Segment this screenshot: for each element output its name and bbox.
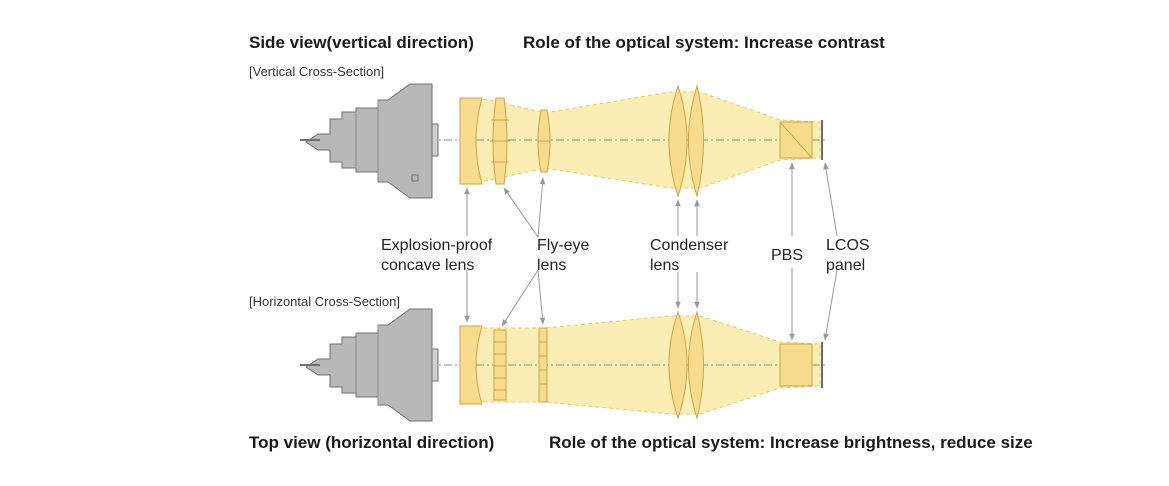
component-label-pbs: PBS [771,247,803,264]
side-view-role-heading: Role of the optical system: Increase con… [523,33,885,52]
concave-lens-label-line-1: Explosion-proof [381,237,493,254]
horizontal-section-label: [Horizontal Cross-Section] [249,294,400,309]
fly-eye-label-line-1: Fly-eye [537,237,590,254]
concave-lens-label-line-2: concave lens [381,257,474,274]
vertical-section-label: [Vertical Cross-Section] [249,64,384,79]
vertical-condenser-lens [668,84,704,198]
top-view-heading: Top view (horizontal direction) [249,433,494,452]
horizontal-pbs [779,343,813,387]
fly-eye-label-line-2: lens [537,257,566,274]
horizontal-concave-lens [459,325,483,405]
vertical-cross-section [300,83,826,199]
vertical-lamp-unit [300,83,439,199]
lcos-label-line-1: LCOS [826,237,870,254]
horizontal-fly-eye-lens [493,327,548,403]
horizontal-cross-section [300,308,826,422]
component-label-lcos-panel: LCOS panel [826,237,870,274]
vertical-pbs [779,121,813,159]
top-view-role-heading: Role of the optical system: Increase bri… [549,433,1033,452]
lcos-label-line-2: panel [826,257,865,274]
component-label-condenser-lens: Condenser lens [650,237,729,274]
condenser-label-line-1: Condenser [650,237,729,254]
side-view-heading: Side view(vertical direction) [249,33,474,52]
component-label-explosion-proof-concave-lens: Explosion-proof concave lens [381,237,493,274]
condenser-label-line-2: lens [650,257,679,274]
leader-lines [464,162,838,341]
vertical-fly-eye-lens [490,97,551,185]
vertical-concave-lens [459,97,483,185]
pbs-label: PBS [771,247,803,264]
component-label-fly-eye-lens: Fly-eye lens [537,237,590,274]
horizontal-lamp-unit [300,308,439,422]
horizontal-condenser-lens [668,310,704,420]
